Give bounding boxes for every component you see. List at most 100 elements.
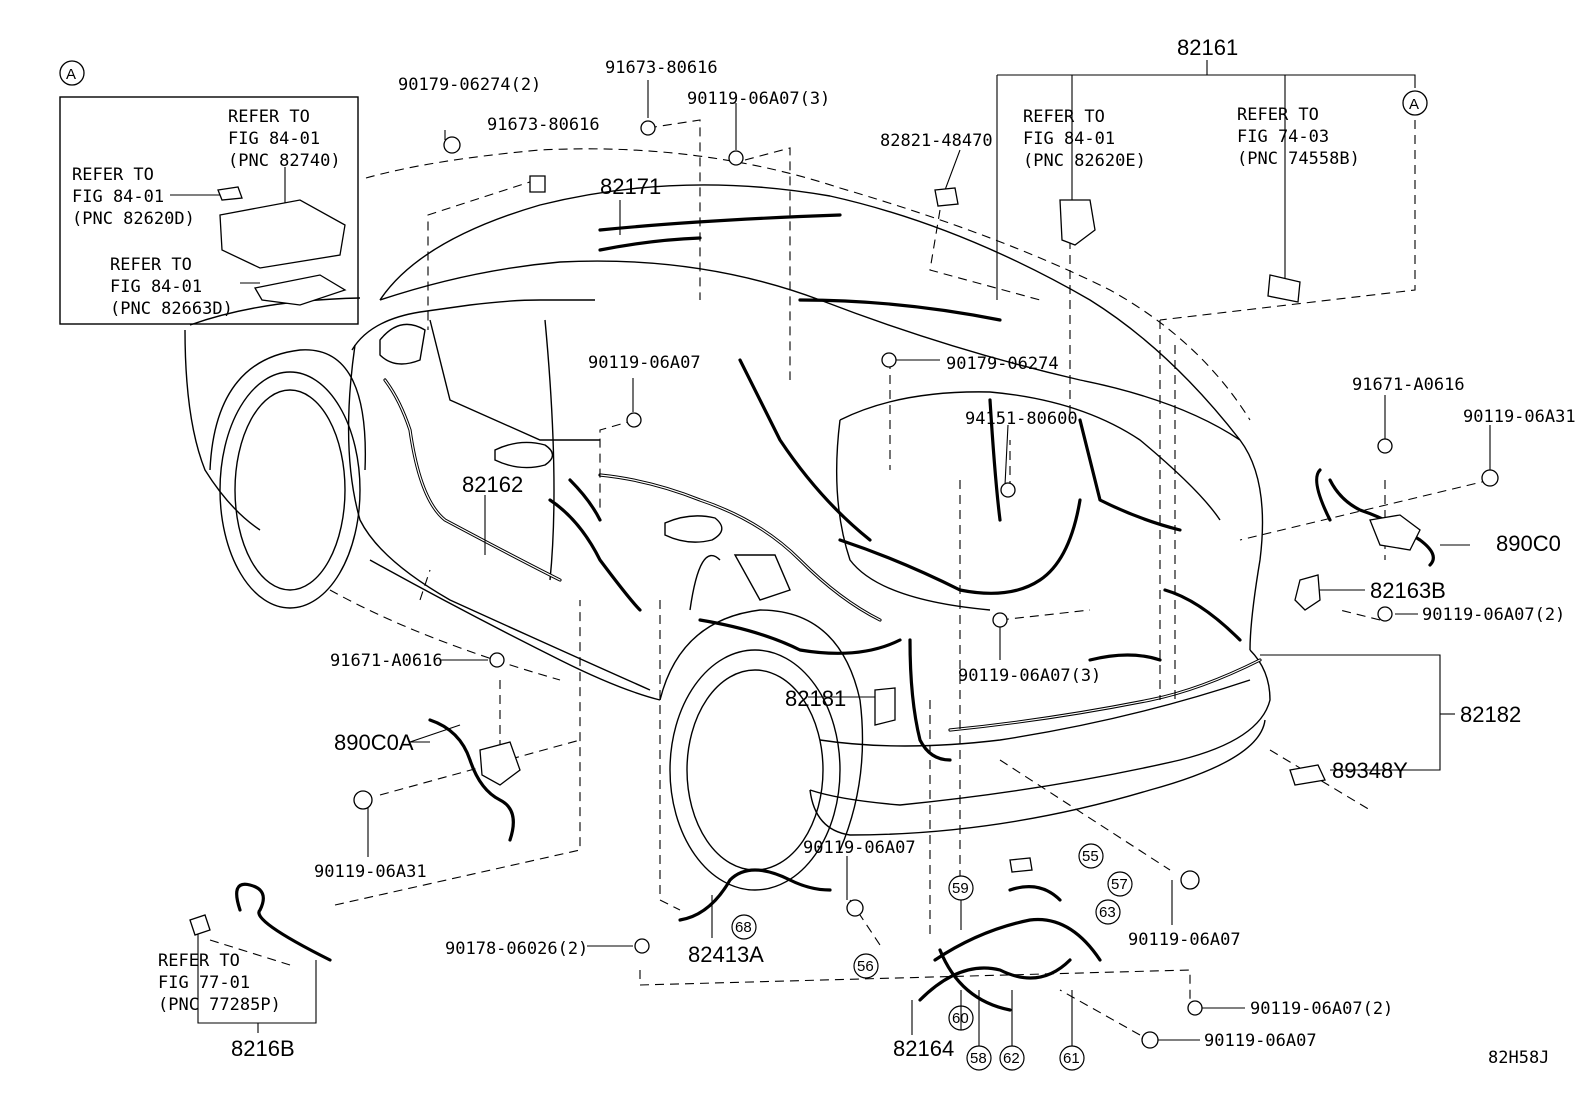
- nut-90178: [634, 938, 650, 954]
- circled-59: 59: [948, 875, 974, 901]
- circled-61: 61: [1059, 1045, 1085, 1071]
- diagram-code: 82H58J: [1488, 1048, 1549, 1068]
- bolt-90119-2-b: [1187, 1000, 1203, 1016]
- inset-box: [59, 96, 359, 325]
- inset-ref2-l3: (PNC 82620D): [72, 209, 195, 229]
- solid-leaders: [59, 60, 1491, 1041]
- bolt-90119-b1: [846, 899, 864, 917]
- label-89348y: 89348Y: [1332, 758, 1408, 783]
- inset-ref1-l3: (PNC 82740): [228, 151, 341, 171]
- circled-55: 55: [1078, 843, 1104, 869]
- label-8216b: 8216B: [231, 1036, 295, 1061]
- circled-62-text: 62: [1003, 1050, 1020, 1067]
- top-ref2-l2: FIG 74-03: [1237, 127, 1329, 147]
- label-90179-06274-2: 90179-06274(2): [398, 75, 541, 95]
- bracket-77285p: [189, 914, 211, 936]
- clip-89348y: [1289, 764, 1326, 786]
- dashed-leaders: [209, 119, 1491, 1036]
- circled-63-text: 63: [1099, 904, 1116, 921]
- bottom-ref-l3: (PNC 77285P): [158, 995, 281, 1015]
- label-890c0a: 890C0A: [334, 730, 414, 755]
- label-82821-48470: 82821-48470: [880, 131, 993, 151]
- ecu-82740: [219, 199, 346, 269]
- bolt-91671-r: [1377, 438, 1393, 454]
- label-90119-06a07-mid: 90119-06A07: [588, 353, 701, 373]
- label-91673-80616-b: 91673-80616: [487, 115, 600, 135]
- callout-a-marker: [59, 60, 85, 86]
- clip-94151: [1000, 482, 1016, 498]
- label-90119-06a07-2-b: 90119-06A07(2): [1250, 999, 1393, 1019]
- bolt-90119-mid: [626, 412, 642, 428]
- bolt-90119-06a31-l: [353, 790, 373, 810]
- inset-ref3-l3: (PNC 82663D): [110, 299, 233, 319]
- bolt-90119-top: [728, 150, 744, 166]
- circled-57-text: 57: [1111, 876, 1128, 893]
- label-82161: 82161: [1177, 35, 1238, 60]
- top-ref2-l3: (PNC 74558B): [1237, 149, 1360, 169]
- vehicle-body: [184, 148, 1271, 891]
- bracket-74558b: [1267, 274, 1301, 303]
- bolt-90119-b3: [1141, 1031, 1159, 1049]
- circled-56: 56: [853, 953, 879, 979]
- sensor-890c0: [1369, 514, 1421, 551]
- components: [189, 120, 1499, 1049]
- circled-55-text: 55: [1082, 848, 1099, 865]
- relay-82620d: [217, 186, 243, 201]
- circled-62: 62: [999, 1045, 1025, 1071]
- label-94151-80600: 94151-80600: [965, 409, 1078, 429]
- top-ref1-l2: FIG 84-01: [1023, 129, 1115, 149]
- bottom-ref-l2: FIG 77-01: [158, 973, 250, 993]
- inset-ref3-l1: REFER TO: [110, 255, 192, 275]
- inset-ref2-l2: FIG 84-01: [72, 187, 164, 207]
- label-890c0: 890C0: [1496, 531, 1561, 556]
- circled-56-text: 56: [857, 958, 874, 975]
- sensor-82181: [874, 687, 896, 726]
- label-90119-06a07-3-top: 90119-06A07(3): [687, 89, 830, 109]
- label-90179-06274: 90179-06274: [946, 354, 1059, 374]
- bolt-90119-3-c: [992, 612, 1008, 628]
- label-82164: 82164: [893, 1036, 954, 1061]
- callout-a-text-right: A: [1409, 96, 1419, 113]
- relay-82620e: [1059, 199, 1096, 246]
- bolt-91673-a: [529, 175, 546, 193]
- clip-82821: [934, 187, 959, 207]
- top-ref2-l1: REFER TO: [1237, 105, 1319, 125]
- circled-61-text: 61: [1063, 1050, 1080, 1067]
- label-90119-06a07-b2: 90119-06A07: [1128, 930, 1241, 950]
- circled-58-text: 58: [970, 1050, 987, 1067]
- bottom-ref-l1: REFER TO: [158, 951, 240, 971]
- label-90119-06a31-l: 90119-06A31: [314, 862, 427, 882]
- label-82181: 82181: [785, 686, 846, 711]
- label-90119-06a31-r: 90119-06A31: [1463, 407, 1576, 427]
- ecu-82663d: [253, 274, 347, 306]
- bolt-90119-2-r: [1377, 606, 1393, 622]
- bolt-91671-l: [489, 652, 505, 668]
- nut-90179-mid: [881, 352, 897, 368]
- bracket-82163b: [1294, 574, 1321, 611]
- top-ref1-l1: REFER TO: [1023, 107, 1105, 127]
- label-90119-06a07-b1: 90119-06A07: [803, 838, 916, 858]
- circled-60-text: 60: [952, 1010, 969, 1027]
- label-90119-06a07-2-r: 90119-06A07(2): [1422, 605, 1565, 625]
- circled-57: 57: [1107, 871, 1133, 897]
- bolt-90119-b2: [1180, 870, 1200, 890]
- circled-68: 68: [731, 914, 757, 940]
- bolt-90119-06a31-r: [1481, 469, 1499, 487]
- callout-a-text: A: [66, 66, 76, 83]
- inset-ref1-l2: FIG 84-01: [228, 129, 320, 149]
- circled-59-text: 59: [952, 880, 969, 897]
- label-91671-a0616-r: 91671-A0616: [1352, 375, 1465, 395]
- top-ref1-l3: (PNC 82620E): [1023, 151, 1146, 171]
- harness-wires: [235, 213, 1435, 1012]
- label-82171: 82171: [600, 174, 661, 199]
- callout-a-marker-right: [1402, 90, 1428, 116]
- circled-58: 58: [966, 1045, 992, 1071]
- label-90178-06026-2: 90178-06026(2): [445, 939, 588, 959]
- inset-ref2-l1: REFER TO: [72, 165, 154, 185]
- bolt-91673-b: [640, 120, 656, 136]
- circled-63: 63: [1095, 899, 1121, 925]
- nut-90179: [443, 136, 461, 154]
- label-82163b: 82163B: [1370, 578, 1446, 603]
- label-82182: 82182: [1460, 702, 1521, 727]
